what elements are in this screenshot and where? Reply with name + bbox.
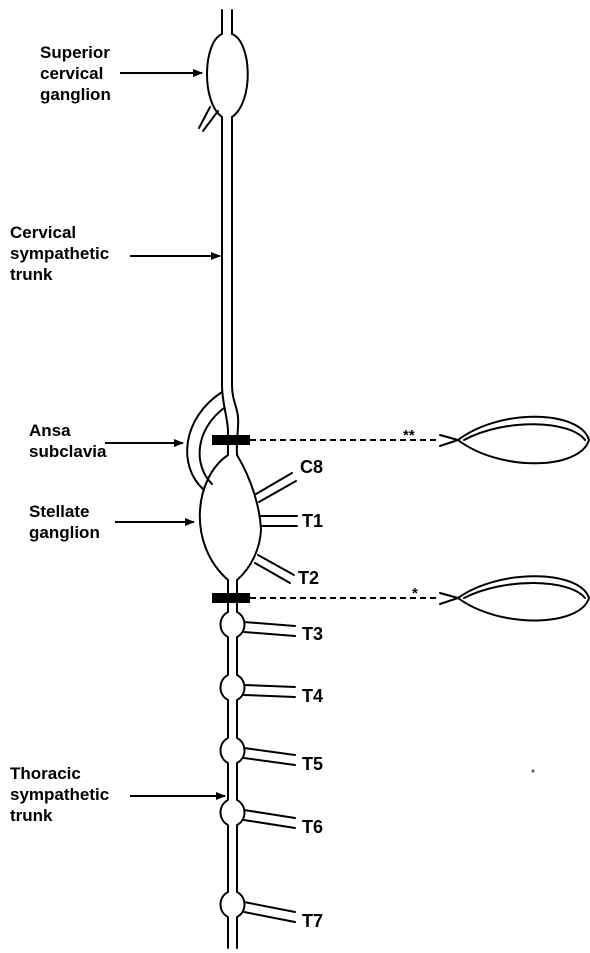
label-ansa-subclavia: Ansa subclavia xyxy=(29,420,107,462)
superior-cervical-ganglion-shape xyxy=(207,34,248,122)
t7-root-lower-line xyxy=(244,912,295,922)
thoracic-trunk-left-line xyxy=(221,580,229,948)
t2-root-lower-line xyxy=(255,563,290,583)
upper-stimulation-marker: ** xyxy=(403,428,415,443)
root-label-t7: T7 xyxy=(302,911,323,931)
root-label-t1: T1 xyxy=(302,511,323,531)
cervical-trunk-right-line xyxy=(232,122,238,455)
label-cervical-sympathetic-trunk: Cervical sympathetic trunk xyxy=(10,222,109,285)
t5-root-upper-line xyxy=(244,748,295,755)
t3-root-lower-line xyxy=(244,632,295,636)
root-label-t2: T2 xyxy=(298,568,319,588)
c8-root-lower-line xyxy=(259,481,296,502)
t6-root-upper-line xyxy=(244,810,295,818)
lower-stimulation-marker: * xyxy=(412,586,418,601)
upper-stimulation-bar xyxy=(212,435,250,445)
label-stellate-ganglion: Stellate ganglion xyxy=(29,501,100,543)
thoracic-trunk-right-line xyxy=(237,580,245,948)
stray-dot xyxy=(532,770,535,773)
root-label-t6: T6 xyxy=(302,817,323,837)
lower-electrode-hook xyxy=(440,593,458,604)
c8-root-upper-line xyxy=(256,473,292,494)
label-thoracic-sympathetic-trunk: Thoracic sympathetic trunk xyxy=(10,763,109,826)
label-superior-cervical-ganglion: Superior cervical ganglion xyxy=(40,42,111,105)
stellate-ganglion-shape xyxy=(200,455,261,580)
root-label-c8: C8 xyxy=(300,457,323,477)
t3-root-upper-line xyxy=(244,622,295,626)
t4-root-lower-line xyxy=(244,695,295,697)
t4-root-upper-line xyxy=(244,685,295,687)
t2-root-upper-line xyxy=(258,555,294,575)
cervical-trunk-left-line xyxy=(222,122,228,455)
t7-root-upper-line xyxy=(244,902,295,912)
t6-root-lower-line xyxy=(244,820,295,828)
root-label-t4: T4 xyxy=(302,686,323,706)
root-label-t3: T3 xyxy=(302,624,323,644)
root-label-t5: T5 xyxy=(302,754,323,774)
upper-electrode-hook xyxy=(440,435,458,446)
lower-stimulation-bar xyxy=(212,593,250,603)
t5-root-lower-line xyxy=(244,758,295,765)
